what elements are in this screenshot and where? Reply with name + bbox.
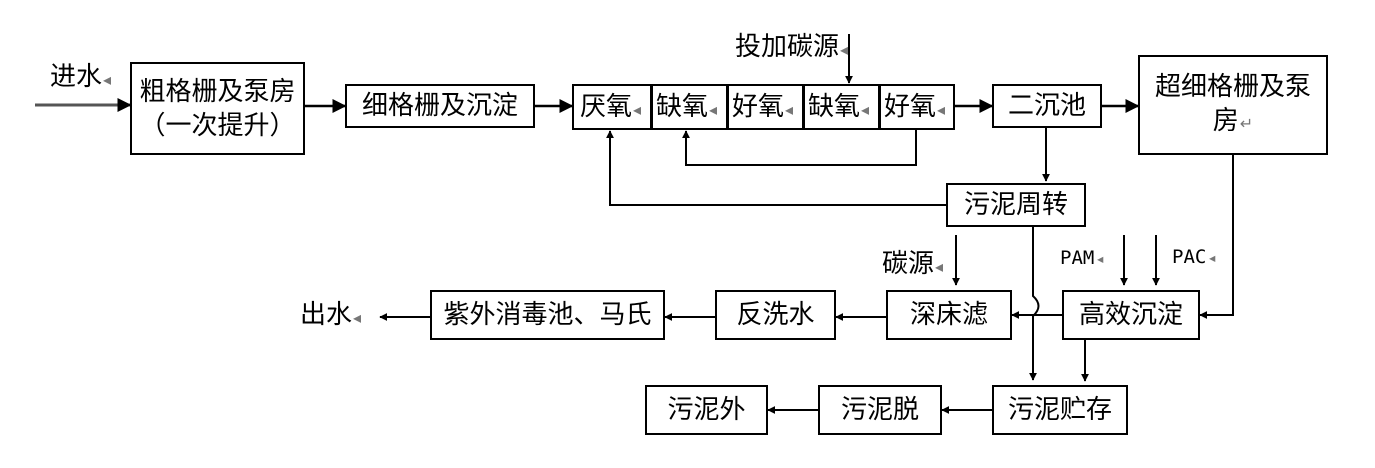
coarse-screen-line1: 粗格栅及泵房 bbox=[139, 76, 296, 107]
anoxic-zone-1: 缺氧◂ bbox=[656, 92, 718, 122]
backwash-box: 反洗水 bbox=[715, 290, 836, 340]
fine-screen-box: 细格栅及沉淀 bbox=[345, 84, 535, 128]
aao-divider bbox=[802, 84, 805, 128]
aerobic-zone-1: 好氧◂ bbox=[732, 92, 794, 122]
arrow-return-sludge bbox=[606, 130, 946, 206]
coarse-screen-line2: （一次提升） bbox=[139, 110, 296, 141]
carbon-source-label: 碳源◂ bbox=[882, 249, 944, 279]
arrow-internal-recycle bbox=[682, 130, 917, 166]
secondary-clarifier-box: 二沉池 bbox=[992, 84, 1102, 128]
aao-divider bbox=[726, 84, 729, 128]
high-efficiency-settling-box: 高效沉淀 bbox=[1062, 290, 1200, 340]
sludge-storage-box: 污泥贮存 bbox=[992, 385, 1128, 435]
anaerobic-zone: 厌氧◂ bbox=[580, 92, 642, 122]
pam-label: PAM◂ bbox=[1060, 247, 1105, 269]
deep-bed-filter-box: 深床滤 bbox=[886, 290, 1012, 340]
anoxic-zone-2: 缺氧◂ bbox=[808, 92, 870, 122]
ultrafine-screen-box: 超细格栅及泵 房↵ bbox=[1138, 55, 1328, 155]
arrow-turnover-to-storage bbox=[1029, 227, 1040, 381]
aerobic-zone-2: 好氧◂ bbox=[884, 92, 946, 122]
pac-label: PAC◂ bbox=[1172, 246, 1217, 268]
coarse-screen-box: 粗格栅及泵房 （一次提升） bbox=[130, 62, 305, 155]
sludge-turnover-box: 污泥周转 bbox=[946, 183, 1086, 227]
influent-label: 进水◂ bbox=[50, 62, 112, 92]
sludge-export-box: 污泥外 bbox=[645, 385, 768, 435]
ultrafine-screen-line2: 房↵ bbox=[1212, 105, 1254, 136]
uv-disinfection-box: 紫外消毒池、马氏 bbox=[430, 290, 665, 340]
aao-divider bbox=[650, 84, 653, 128]
sludge-dewatering-box: 污泥脱 bbox=[818, 385, 942, 435]
arrow-ultrafine-to-settling bbox=[1199, 155, 1234, 319]
ultrafine-screen-line1: 超细格栅及泵 bbox=[1154, 71, 1311, 102]
aao-divider bbox=[878, 84, 881, 128]
aao-tank-box bbox=[572, 84, 955, 130]
effluent-label: 出水◂ bbox=[300, 300, 362, 330]
carbon-dose-label: 投加碳源◂ bbox=[735, 32, 849, 62]
